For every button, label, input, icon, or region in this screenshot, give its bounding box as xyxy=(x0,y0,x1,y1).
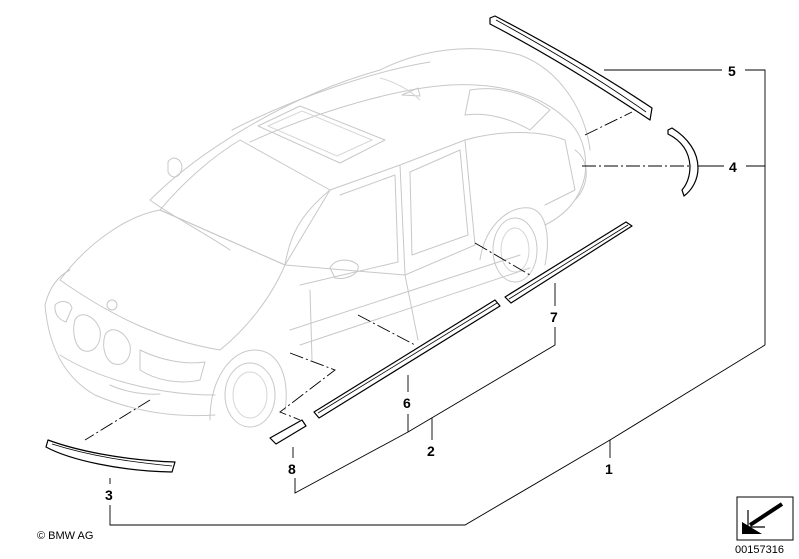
callout-6: 6 xyxy=(403,395,411,411)
part-6-sill-strip xyxy=(313,299,501,419)
part-4-rear-trim xyxy=(667,127,699,197)
callout-8: 8 xyxy=(288,461,296,477)
callout-4: 4 xyxy=(729,159,737,175)
leader-lines xyxy=(109,69,766,526)
callout-1: 1 xyxy=(605,461,613,477)
part-8-front-sill-piece xyxy=(269,419,307,445)
reference-lines xyxy=(84,111,690,441)
part-number-label: 00157316 xyxy=(735,544,784,556)
callout-7: 7 xyxy=(550,309,558,325)
callout-5: 5 xyxy=(728,63,736,79)
callout-labels: 5 4 7 6 2 1 8 3 xyxy=(105,63,737,503)
car-outline xyxy=(44,48,591,428)
callout-3: 3 xyxy=(105,487,113,503)
part-7-rear-sill-strip xyxy=(504,221,633,304)
view-direction-icon xyxy=(736,496,794,541)
part-3-front-bumper-strip xyxy=(45,439,176,473)
callout-2: 2 xyxy=(427,443,435,459)
part-5-roof-trim xyxy=(489,15,653,121)
copyright-label: © BMW AG xyxy=(37,530,93,542)
